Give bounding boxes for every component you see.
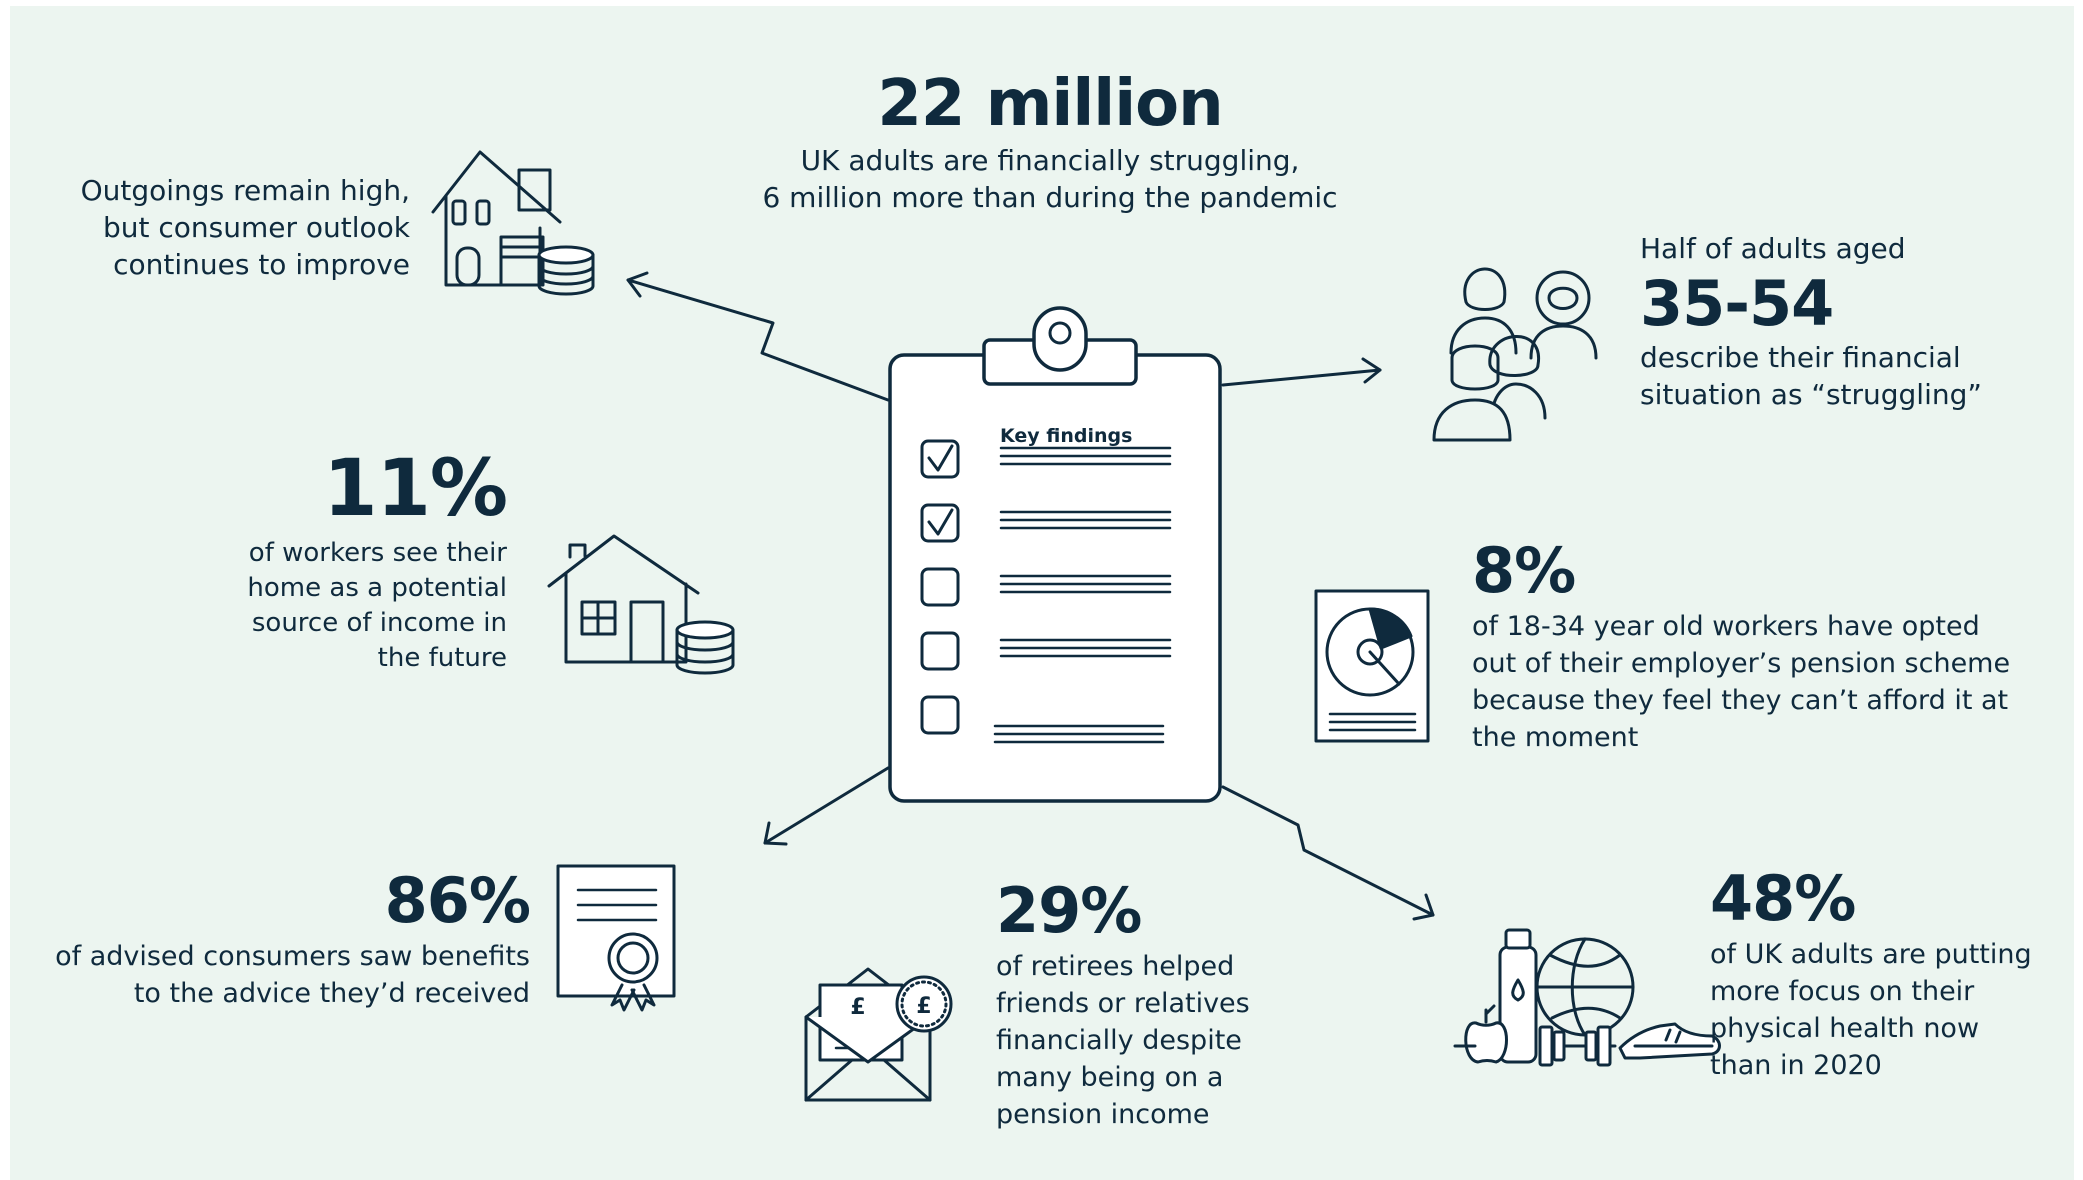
svg-text:£: £: [850, 995, 865, 1020]
retirees-line-1: of retirees helped: [996, 951, 1235, 982]
home-line-4: the future: [377, 643, 507, 673]
house-with-coins-icon: [433, 152, 593, 294]
aged-line-1: describe their financial: [1640, 341, 1961, 374]
headline-stat: 22 million: [877, 67, 1223, 141]
small-house-coins-icon: [549, 536, 733, 673]
headline-block: 22 million UK adults are financially str…: [700, 72, 1400, 216]
home-line-2: home as a potential: [247, 573, 507, 603]
outgoings-line-2: but consumer outlook: [102, 211, 410, 244]
aged-stat: 35-54: [1640, 267, 1834, 340]
aged-intro: Half of adults aged: [1640, 232, 1906, 265]
arrow-top-right: [1223, 370, 1380, 385]
pound-envelope-icon: £ £: [806, 969, 951, 1100]
arrowhead-bottom-right: [1414, 895, 1433, 919]
checkbox-4: [922, 633, 958, 669]
arrowhead-top-left: [628, 273, 647, 296]
retirees-line-5: pension income: [996, 1099, 1210, 1130]
pension-stat: 8%: [1472, 534, 1576, 607]
outgoings-line-1: Outgoings remain high,: [80, 174, 410, 207]
health-block: 48% of UK adults are putting more focus …: [1710, 868, 2060, 1084]
svg-text:£: £: [916, 994, 931, 1019]
checkbox-1: [922, 441, 958, 477]
pie-chart-document-icon: [1316, 591, 1428, 741]
key-findings-label: Key findings: [1000, 425, 1132, 447]
retirees-line-3: financially despite: [996, 1025, 1242, 1056]
aged-line-2: situation as “struggling”: [1640, 378, 1982, 411]
headline-line-2: 6 million more than during the pandemic: [762, 181, 1338, 214]
certificate-icon: [558, 866, 674, 1010]
home-line-1: of workers see their: [248, 538, 507, 568]
checkbox-3: [922, 569, 958, 605]
checkbox-5: [922, 697, 958, 733]
arrow-bottom-left: [765, 768, 888, 843]
headline-line-1: UK adults are financially struggling,: [800, 144, 1300, 177]
health-line-4: than in 2020: [1710, 1050, 1882, 1081]
checkbox-2: [922, 505, 958, 541]
health-line-2: more focus on their: [1710, 976, 1975, 1007]
retirees-line-2: friends or relatives: [996, 988, 1250, 1019]
retirees-block: 29% of retirees helped friends or relati…: [996, 880, 1296, 1133]
arrow-top-left: [628, 280, 888, 400]
advice-block: 86% of advised consumers saw benefits to…: [30, 864, 531, 1012]
health-line-3: physical health now: [1710, 1013, 1980, 1044]
arrow-bottom-right: [1223, 787, 1433, 915]
retirees-stat: 29%: [996, 874, 1142, 947]
people-group-icon: [1434, 269, 1596, 440]
advice-stat: 86%: [384, 864, 531, 937]
fitness-icon: [1455, 930, 1720, 1065]
pension-line-2: out of their employer’s pension scheme: [1472, 648, 2011, 679]
health-stat: 48%: [1710, 862, 1856, 935]
aged-block: Half of adults aged 35-54 describe their…: [1640, 230, 2040, 413]
advice-line-2: to the advice they’d received: [133, 978, 530, 1009]
outgoings-text: Outgoings remain high, but consumer outl…: [60, 172, 410, 283]
home-line-3: source of income in: [251, 608, 507, 638]
clipboard-icon: [890, 308, 1220, 801]
arrows: [628, 273, 1433, 919]
pension-line-4: the moment: [1472, 722, 1639, 753]
pension-line-3: because they feel they can’t afford it a…: [1472, 685, 2009, 716]
retirees-line-4: many being on a: [996, 1062, 1224, 1093]
pension-line-1: of 18-34 year old workers have opted: [1472, 611, 1980, 642]
pension-block: 8% of 18-34 year old workers have opted …: [1472, 540, 2032, 756]
home-stat: 11%: [323, 444, 508, 534]
advice-line-1: of advised consumers saw benefits: [55, 941, 530, 972]
clipboard-lines: [995, 448, 1170, 742]
home-block: 11% of workers see their home as a poten…: [200, 444, 508, 676]
health-line-1: of UK adults are putting: [1710, 939, 2032, 970]
arrowhead-bottom-left: [765, 823, 786, 844]
arrowhead-top-right: [1363, 359, 1380, 382]
outgoings-line-3: continues to improve: [113, 248, 410, 281]
